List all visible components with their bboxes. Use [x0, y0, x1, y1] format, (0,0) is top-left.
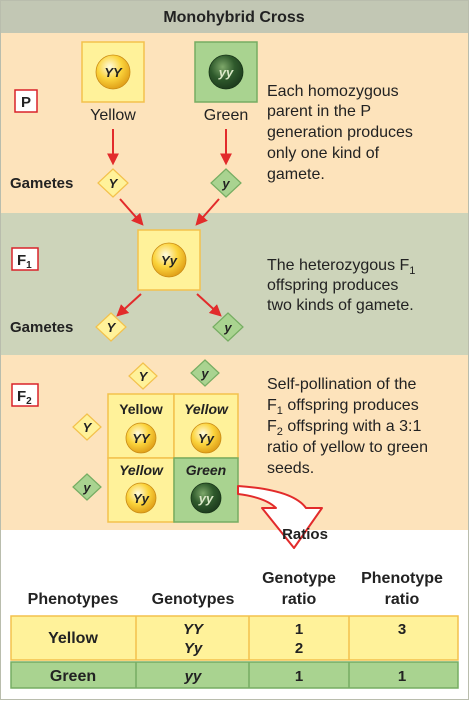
row-phenotype: Yellow	[48, 630, 98, 647]
f2-side-gamete-green-diamond	[72, 473, 102, 501]
parent-green-phenotype: Green	[204, 107, 248, 124]
parent-yellow-genotype: YY	[104, 65, 123, 80]
f2-side-gamete-green-label: y	[82, 480, 91, 495]
row-genotype-ratio: 2	[295, 640, 303, 657]
table-row-yellow	[10, 615, 459, 661]
p-description-line: parent in the P	[267, 103, 371, 120]
p-gamete-green-label: y	[221, 176, 230, 191]
f2-top-gamete-green-diamond	[190, 359, 220, 387]
punnett-cell-genotype: Yy	[133, 491, 150, 506]
row-phenotype-ratio: 3	[398, 621, 406, 638]
f2-top-gamete-yellow-label: Y	[139, 369, 149, 384]
arrow-gamete-green-to-f1	[195, 198, 220, 226]
row-genotype-ratio: 1	[295, 668, 303, 685]
p-gametes-label: Gametes	[10, 175, 73, 192]
punnett-square: Yellow YY Yellow Yy Yellow Yy Green yy	[107, 393, 239, 523]
f2-description-line: F1 offspring produces	[267, 397, 419, 417]
f1-description-line: The heterozygous F1	[267, 257, 415, 277]
header-bar	[0, 0, 469, 33]
p-gamete-green-diamond	[210, 168, 242, 198]
header-phenotypes: Phenotypes	[28, 591, 119, 608]
seed-yellow-icon	[151, 242, 187, 278]
f2-label-subscript: 2	[26, 396, 32, 407]
seed-yellow-icon	[125, 482, 157, 514]
f2-top-gamete-yellow-diamond	[128, 362, 158, 390]
punnett-cell-genotype: Yy	[198, 431, 215, 446]
punnett-cell-phenotype: Yellow	[119, 462, 164, 478]
header-phenotype-ratio: ratio	[385, 591, 420, 608]
p-gamete-yellow-label: Y	[109, 176, 119, 191]
row-genotype: Yy	[184, 640, 203, 657]
ratios-arrow	[237, 485, 323, 549]
seed-yellow-icon	[190, 422, 222, 454]
arrow-gamete-yellow-to-f1	[119, 198, 144, 226]
p-description-line: gamete.	[267, 166, 325, 183]
f2-description-line: seeds.	[267, 460, 314, 477]
table-row-green	[10, 661, 459, 689]
f2-side-gamete-yellow-label: Y	[83, 420, 93, 435]
parent-yellow-phenotype: Yellow	[90, 107, 136, 124]
f2-top-gamete-green-label: y	[200, 366, 209, 381]
f1-description-line: two kinds of gamete.	[267, 297, 414, 314]
f2-description: Self-pollination of the F1 offspring pro…	[267, 376, 428, 477]
f1-gamete-yellow-diamond	[95, 312, 127, 342]
seed-green-icon	[190, 482, 222, 514]
punnett-cell-genotype: YY	[132, 431, 151, 446]
f1-label: F1	[17, 252, 32, 271]
f2-label: F2	[17, 388, 32, 407]
p-description-line: Each homozygous	[267, 83, 399, 100]
arrow-f1-to-gamete-green	[196, 293, 222, 317]
header-genotypes: Genotypes	[152, 591, 235, 608]
f1-gamete-yellow-label: Y	[107, 320, 117, 335]
f1-label-subscript: 1	[26, 260, 32, 271]
f1-description-line: offspring produces	[267, 277, 398, 294]
punnett-cell-genotype: yy	[198, 491, 214, 506]
row-phenotype: Green	[50, 668, 96, 685]
row-phenotype-ratio: 1	[398, 668, 406, 685]
p-label-box	[14, 89, 38, 113]
f2-side-gamete-yellow-diamond	[72, 413, 102, 441]
diagram-title: Monohybrid Cross	[163, 9, 304, 26]
f1-description: The heterozygous F1 offspring produces t…	[267, 257, 415, 314]
header-genotype-ratio: ratio	[282, 591, 317, 608]
seed-yellow-icon	[125, 422, 157, 454]
row-genotype-ratio: 1	[295, 621, 303, 638]
p-gamete-yellow-diamond	[97, 168, 129, 198]
row-genotype: yy	[184, 668, 202, 685]
p-description: Each homozygous parent in the P generati…	[267, 83, 413, 183]
f1-gamete-green-label: y	[223, 320, 232, 335]
seed-green-icon	[208, 54, 244, 90]
p-description-line: only one kind of	[267, 145, 380, 162]
parent-green-genotype: yy	[218, 65, 234, 80]
header-genotype-ratio: Genotype	[262, 570, 336, 587]
row-genotype: YY	[183, 621, 205, 638]
f1-offspring-genotype: Yy	[161, 253, 178, 268]
header-phenotype-ratio: Phenotype	[361, 570, 443, 587]
f2-description-line: F2 offspring with a 3:1	[267, 418, 421, 438]
p-label: P	[21, 94, 31, 111]
p-description-line: generation produces	[267, 124, 413, 141]
f2-description-line: Self-pollination of the	[267, 376, 417, 393]
f1-label-box	[11, 247, 39, 271]
punnett-cell-phenotype: Green	[186, 462, 226, 478]
f2-label-box	[11, 383, 39, 407]
punnett-cell-phenotype: Yellow	[119, 401, 163, 417]
ratios-table: Phenotypes Genotypes Genotype ratio Phen…	[10, 570, 459, 689]
f1-gametes-label: Gametes	[10, 319, 73, 336]
f1-gamete-green-diamond	[212, 312, 244, 342]
f2-description-line: ratio of yellow to green	[267, 439, 428, 456]
ratios-label: Ratios	[282, 526, 328, 543]
seed-yellow-icon	[95, 54, 131, 90]
punnett-cell-phenotype: Yellow	[184, 401, 229, 417]
arrow-f1-to-gamete-yellow	[116, 293, 142, 317]
